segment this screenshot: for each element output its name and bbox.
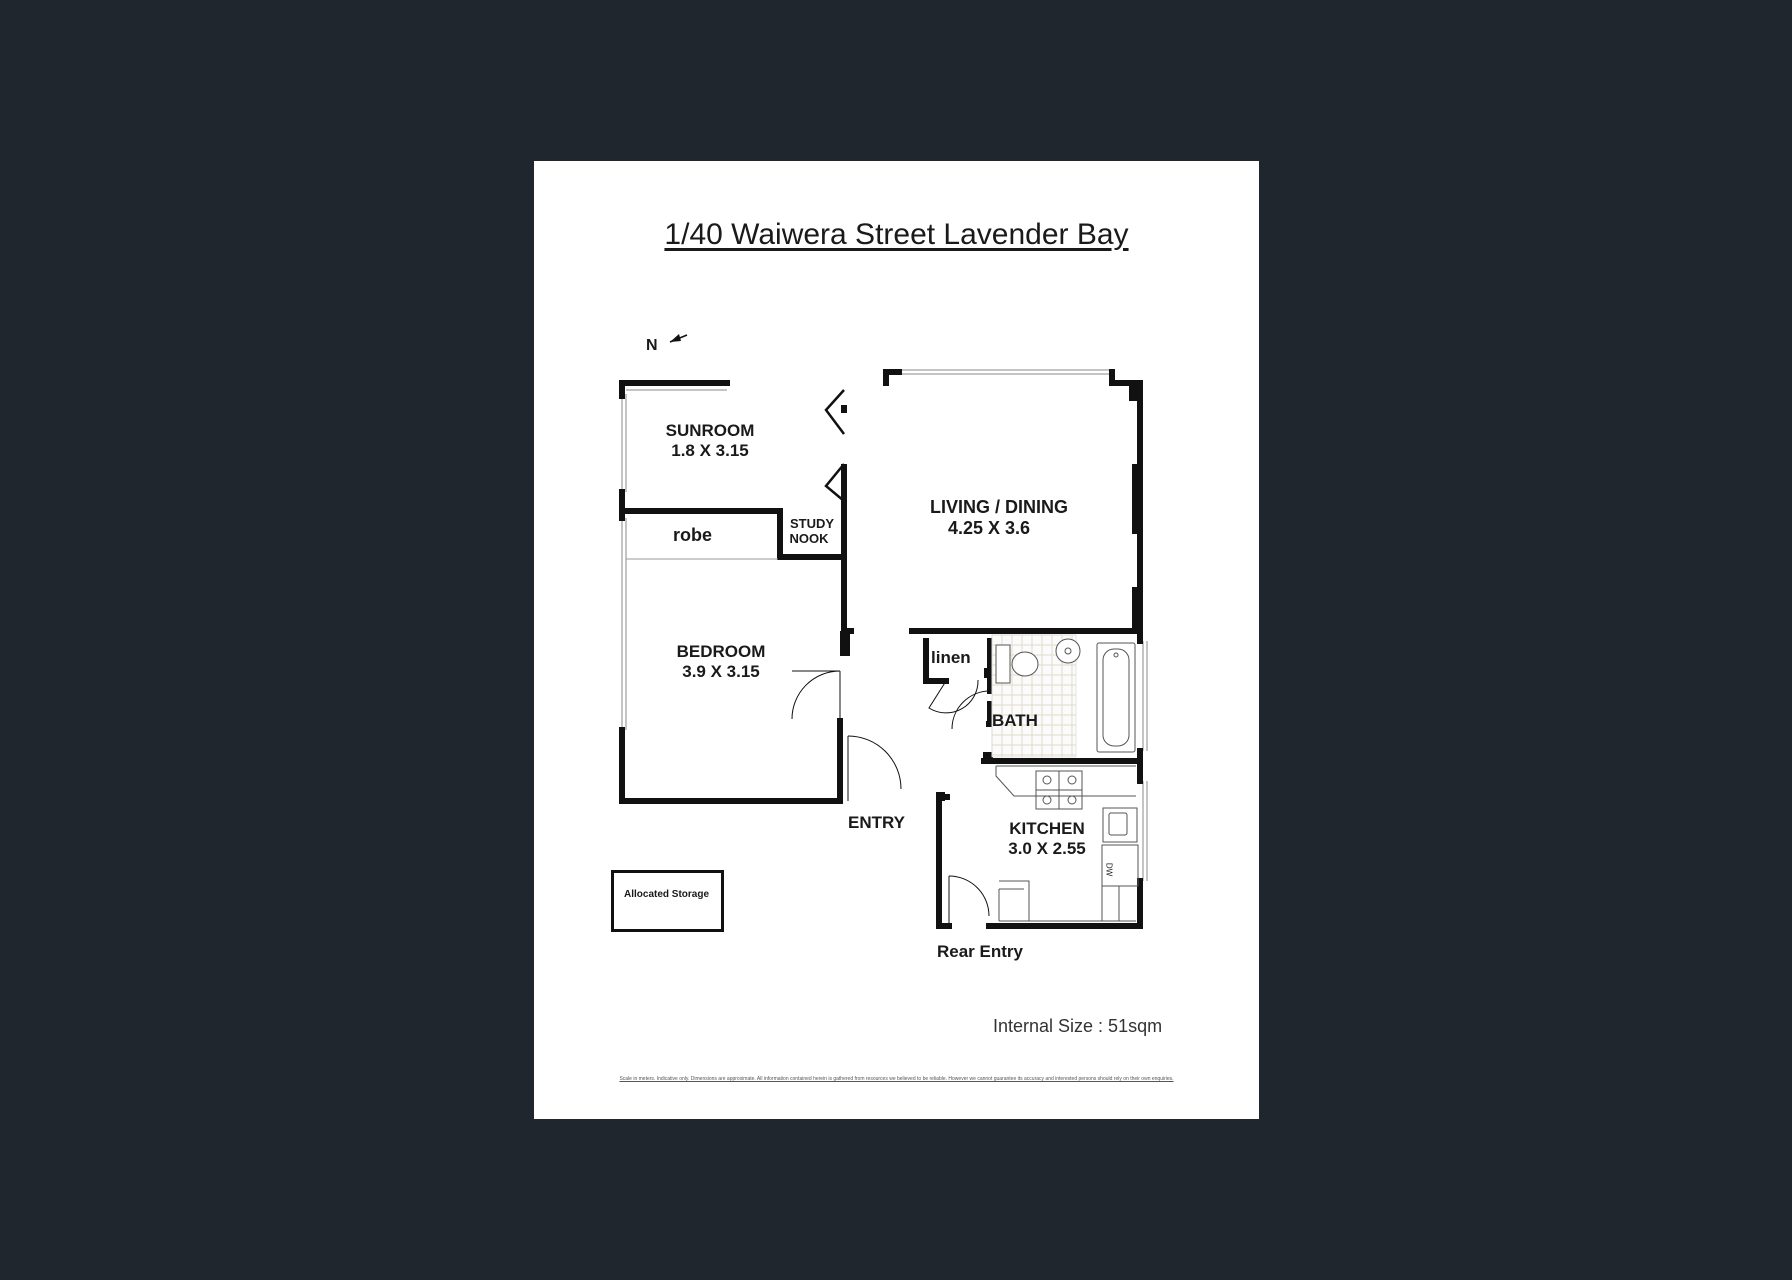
- disclaimer: Scale in meters. Indicative only. Dimens…: [619, 1076, 1174, 1082]
- kitchen-label: KITCHEN 3.0 X 2.55: [992, 819, 1102, 858]
- entry-label: ENTRY: [848, 813, 905, 832]
- rear-entry-label: Rear Entry: [937, 942, 1023, 961]
- north-arrow-icon: [669, 334, 688, 343]
- dishwasher-label: DW: [1104, 862, 1114, 877]
- bedroom-size: 3.9 X 3.15: [682, 661, 760, 681]
- study-nook-label: STUDY NOOK: [782, 516, 842, 547]
- floorplan-drawing: [619, 334, 1148, 929]
- study-line1: STUDY: [789, 516, 835, 531]
- living-name: LIVING / DINING: [929, 497, 1068, 517]
- kitchen-size: 3.0 X 2.55: [1008, 838, 1086, 858]
- internal-size: Internal Size : 51sqm: [993, 1016, 1163, 1036]
- living-label: LIVING / DINING 4.25 X 3.6: [919, 497, 1079, 538]
- walls: [619, 369, 1143, 929]
- bifold-doors: [824, 389, 845, 502]
- living-size: 4.25 X 3.6: [947, 517, 1031, 538]
- floorplan-sheet: 1/40 Waiwera Street Lavender Bay: [534, 161, 1259, 1119]
- study-line2: NOOK: [789, 530, 829, 546]
- kitchen-joinery: [995, 765, 1139, 922]
- doors: [791, 670, 991, 926]
- bath-label: BATH: [992, 711, 1038, 730]
- sunroom-name: SUNROOM: [665, 421, 755, 440]
- wall-accents: [840, 383, 1140, 801]
- sunroom-size: 1.8 X 3.15: [671, 440, 749, 460]
- bedroom-name: BEDROOM: [676, 642, 766, 661]
- bath-fixtures: [995, 638, 1136, 753]
- allocated-storage-label: Allocated Storage: [624, 889, 710, 900]
- kitchen-name: KITCHEN: [1009, 819, 1085, 838]
- allocated-storage-box: Allocated Storage: [611, 870, 724, 932]
- north-label: N: [646, 337, 658, 354]
- bedroom-label: BEDROOM 3.9 X 3.15: [661, 642, 781, 681]
- floorplan-title: 1/40 Waiwera Street Lavender Bay: [664, 218, 1129, 251]
- linen-label: linen: [931, 648, 971, 667]
- sunroom-label: SUNROOM 1.8 X 3.15: [650, 421, 770, 460]
- robe-label: robe: [673, 525, 713, 545]
- window-lines: [621, 369, 1148, 881]
